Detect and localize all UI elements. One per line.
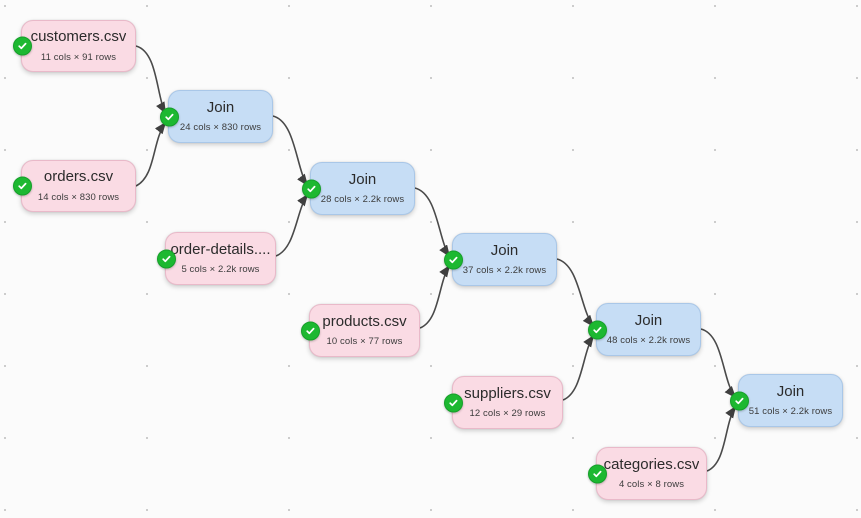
edge-categories-to-join5[interactable] [706,405,737,472]
edge-orders-to-join1[interactable] [135,121,167,187]
node-title: Join [776,383,805,400]
node-shape-summary: 12 cols × 29 rows [469,408,546,420]
node-customers[interactable]: customers.csv 11 cols × 91 rows [13,20,136,72]
node-shape-summary: 48 cols × 2.2k rows [606,335,691,347]
status-check-circle-icon [588,320,607,339]
node-join4[interactable]: Join 48 cols × 2.2k rows [588,303,701,356]
node-title: Join [634,312,663,329]
status-check-circle-icon [160,107,179,126]
status-check-circle-icon [13,176,32,196]
node-title: suppliers.csv [464,385,551,402]
node-title: Join [348,171,377,188]
node-join5[interactable]: Join 51 cols × 2.2k rows [730,374,843,427]
edge-join1-to-join2[interactable] [272,115,309,187]
node-title: products.csv [322,313,407,330]
node-products[interactable]: products.csv 10 cols × 77 rows [301,304,420,357]
node-shape-summary: 37 cols × 2.2k rows [462,265,547,277]
node-shape-summary: 28 cols × 2.2k rows [320,194,405,206]
edge-customers-to-join1[interactable] [135,45,167,115]
status-check-circle-icon [730,391,749,410]
edge-join3-to-join4[interactable] [556,258,595,328]
node-join2[interactable]: Join 28 cols × 2.2k rows [302,162,415,215]
node-title: Join [490,242,519,259]
edge-order-details-to-join2[interactable] [275,193,309,257]
node-shape-summary: 24 cols × 830 rows [179,122,262,134]
node-shape-summary: 10 cols × 77 rows [326,336,403,348]
node-order-details[interactable]: order-details.... 5 cols × 2.2k rows [157,232,276,285]
node-suppliers[interactable]: suppliers.csv 12 cols × 29 rows [444,376,563,429]
node-title: orders.csv [43,169,114,186]
node-title: customers.csv [30,29,127,46]
node-categories[interactable]: categories.csv 4 cols × 8 rows [588,447,707,500]
node-title: Join [206,99,235,116]
status-check-circle-icon [444,250,463,269]
node-shape-summary: 51 cols × 2.2k rows [748,406,833,418]
node-title: order-details.... [170,241,271,258]
node-shape-summary: 11 cols × 91 rows [40,51,117,63]
status-check-circle-icon [588,464,607,483]
node-shape-summary: 4 cols × 8 rows [618,479,685,491]
node-join1[interactable]: Join 24 cols × 830 rows [160,90,273,143]
status-check-circle-icon [301,321,320,340]
status-check-circle-icon [444,393,463,412]
edge-products-to-join3[interactable] [419,264,451,329]
status-check-circle-icon [13,36,32,56]
node-title: categories.csv [603,456,700,473]
edge-join4-to-join5[interactable] [700,328,737,399]
edge-join2-to-join3[interactable] [414,187,451,258]
node-orders[interactable]: orders.csv 14 cols × 830 rows [13,160,136,212]
node-join3[interactable]: Join 37 cols × 2.2k rows [444,233,557,286]
status-check-circle-icon [157,249,176,268]
edge-suppliers-to-join4[interactable] [562,334,595,401]
node-shape-summary: 14 cols × 830 rows [37,191,120,203]
status-check-circle-icon [302,179,321,198]
node-shape-summary: 5 cols × 2.2k rows [181,264,260,276]
